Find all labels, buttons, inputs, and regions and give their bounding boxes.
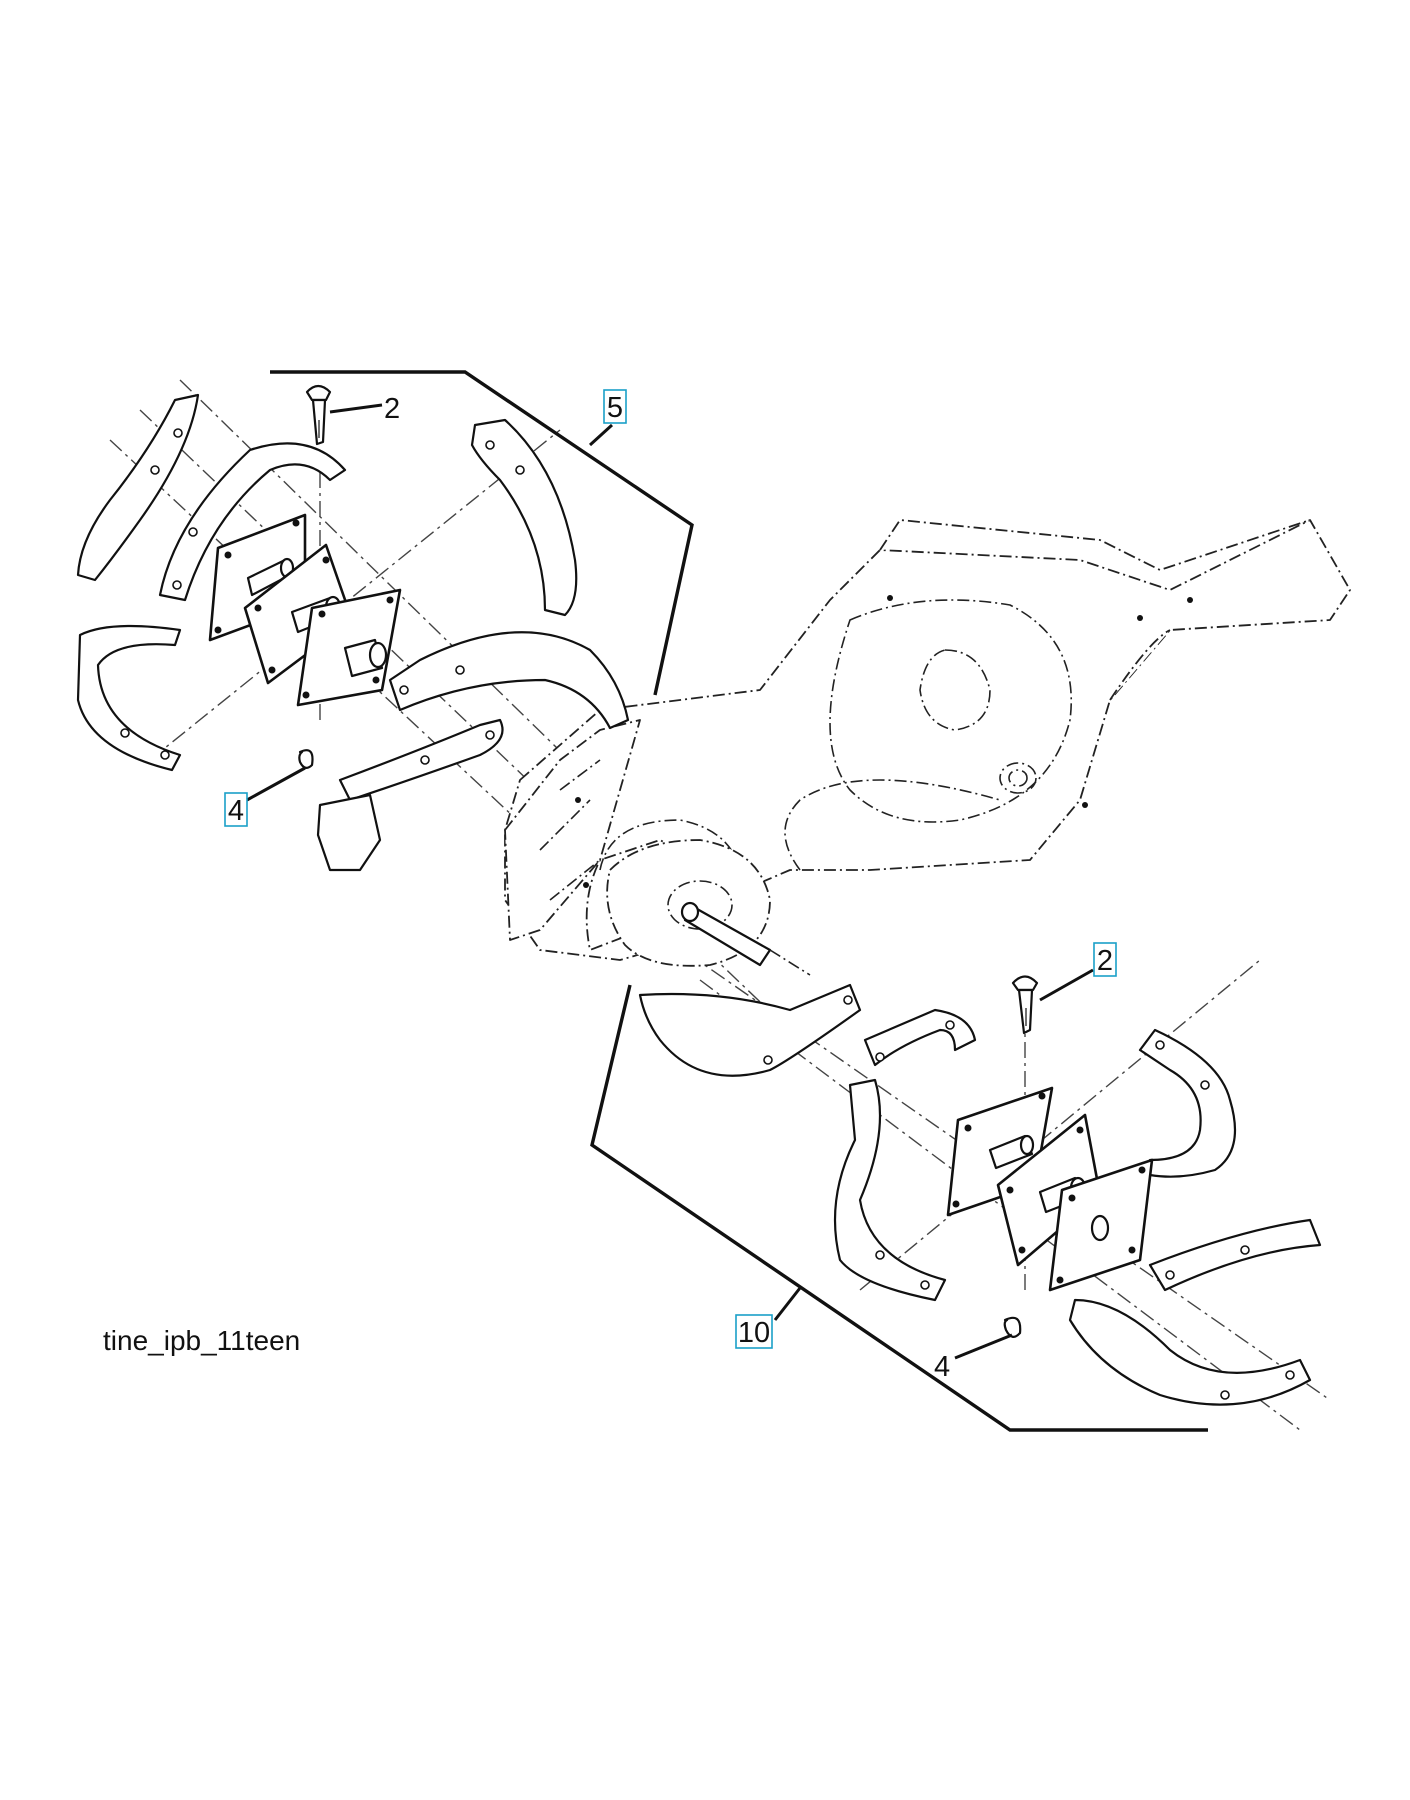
callout-box-lower-assembly <box>735 1314 773 1349</box>
callout-lower-assembly: 10 <box>738 1317 770 1349</box>
lower-tine-assembly <box>638 975 1322 1406</box>
tine-blade <box>638 983 862 1077</box>
callout-upper-clip: 4 <box>228 795 244 827</box>
leader-upper-assembly <box>588 423 614 447</box>
leader-upper-pin <box>329 403 383 414</box>
gear-housing <box>504 519 1351 976</box>
tine-bushing <box>316 793 382 872</box>
leader-upper-clip <box>246 766 306 802</box>
callout-box-upper-clip <box>224 792 248 827</box>
tine-blade <box>76 624 182 772</box>
tine-blade <box>1148 1218 1322 1292</box>
callout-box-lower-pin <box>1093 942 1117 977</box>
tine-blade <box>1068 1298 1312 1406</box>
leader-lower-assembly <box>773 1287 802 1321</box>
hair-pin-clip <box>298 749 314 769</box>
tine-blade <box>470 418 578 617</box>
lower-assembly-bracket <box>590 984 1208 1432</box>
tine-blade <box>1138 1028 1237 1178</box>
hitch-pin <box>305 384 332 446</box>
upper-tine-assembly <box>76 384 630 872</box>
hair-pin-clip <box>1003 1316 1022 1338</box>
leader-lower-clip <box>954 1333 1013 1360</box>
callout-upper-pin: 2 <box>384 393 400 425</box>
hitch-pin <box>1011 975 1039 1035</box>
tine-blade <box>833 1078 947 1302</box>
upper-assembly-bracket <box>270 370 694 696</box>
leader-lower-pin <box>1039 968 1094 1002</box>
tine-blade <box>388 631 630 730</box>
tine-blade <box>76 393 200 582</box>
callout-lower-pin: 2 <box>1097 945 1113 977</box>
callout-upper-assembly: 5 <box>607 392 623 424</box>
figure-caption: tine_ipb_11teen <box>103 1325 300 1356</box>
callout-box-upper-assembly <box>603 389 627 424</box>
callout-lower-clip: 4 <box>934 1351 950 1383</box>
